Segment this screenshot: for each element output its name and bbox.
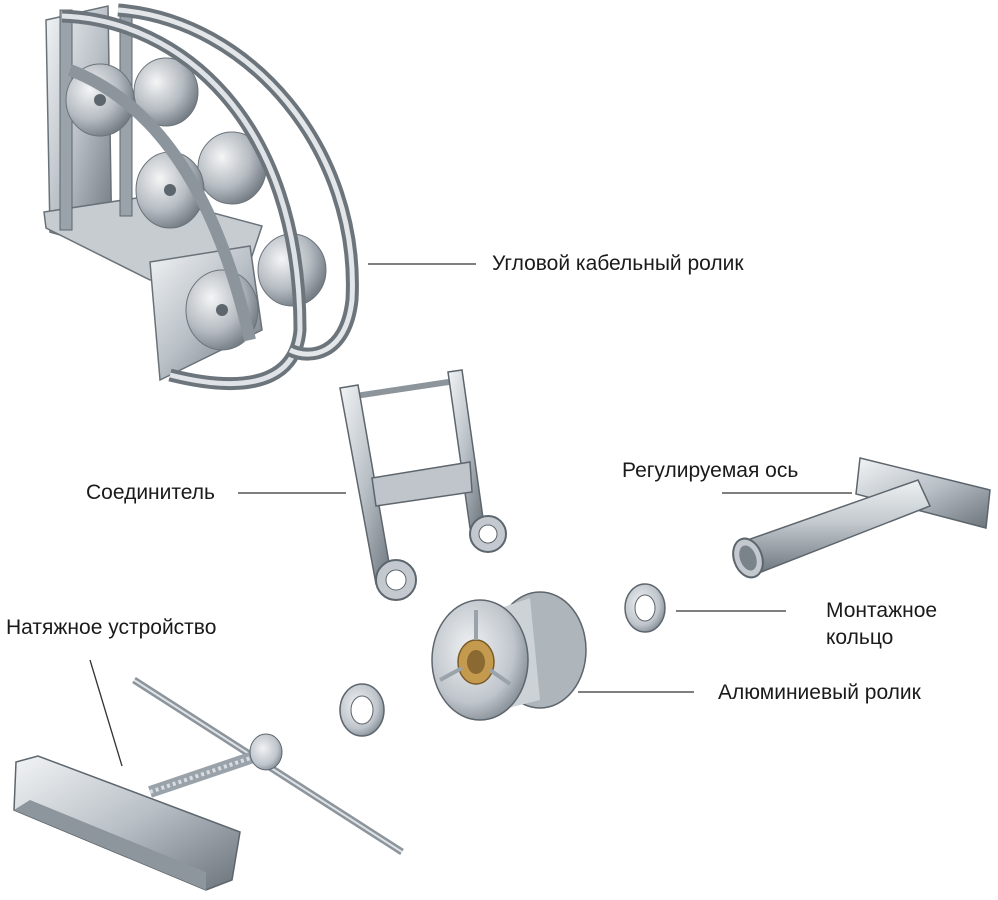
mounting-ring-icon (624, 583, 666, 633)
adjustable-axis-icon (732, 457, 991, 579)
label-corner-roller: Угловой кабельный ролик (492, 252, 744, 275)
label-connector: Соединитель (86, 481, 215, 504)
tensioning-device-icon (13, 677, 404, 891)
leader-line-tensioner (89, 659, 123, 767)
label-aluminum-roller: Алюминиевый ролик (718, 681, 921, 704)
label-tensioner: Натяжное устройство (6, 616, 217, 639)
aluminum-roller-icon (431, 591, 587, 721)
mounting-ring-icon (339, 683, 385, 737)
corner-cable-roller-icon (43, 3, 359, 391)
label-mounting-ring-line1: Монтажное (826, 599, 938, 622)
leader-lines (89, 263, 852, 767)
label-mounting-ring-line2: кольцо (826, 626, 894, 649)
label-adjustable-axis: Регулируемая ось (622, 459, 799, 482)
connector-bracket-icon (339, 369, 507, 601)
